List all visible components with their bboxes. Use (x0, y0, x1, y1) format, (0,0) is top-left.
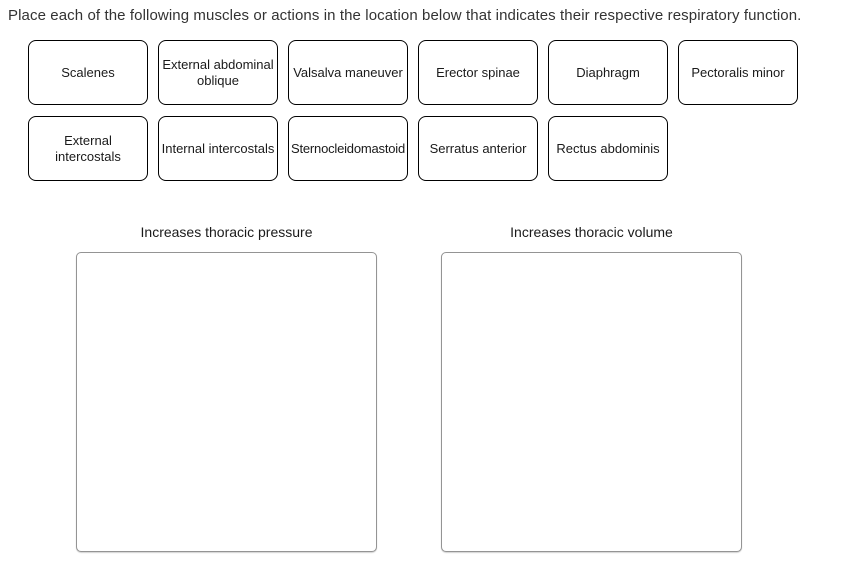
drag-tile-label: Internal intercostals (161, 140, 275, 156)
drag-tile-label: Diaphragm (576, 64, 640, 80)
drag-tile-rectus-abdominis[interactable]: Rectus abdominis (548, 116, 668, 181)
tile-row-1: Scalenes External abdominal oblique Vals… (28, 40, 798, 105)
question-instruction: Place each of the following muscles or a… (8, 7, 802, 24)
drag-tile-erector-spinae[interactable]: Erector spinae (418, 40, 538, 105)
drag-tile-pectoralis-minor[interactable]: Pectoralis minor (678, 40, 798, 105)
drag-tile-label: External intercostals (55, 132, 121, 164)
drag-tile-valsalva-maneuver[interactable]: Valsalva maneuver (288, 40, 408, 105)
drag-tile-serratus-anterior[interactable]: Serratus anterior (418, 116, 538, 181)
drag-tile-label: Rectus abdominis (556, 140, 660, 156)
drag-tile-label: Valsalva maneuver (293, 64, 403, 80)
drag-tile-diaphragm[interactable]: Diaphragm (548, 40, 668, 105)
drag-tile-external-intercostals[interactable]: External intercostals (28, 116, 148, 181)
drag-tile-label: Serratus anterior (429, 140, 527, 156)
dropzone-increases-thoracic-volume[interactable] (441, 252, 742, 552)
drag-tile-bank: Scalenes External abdominal oblique Vals… (28, 40, 798, 181)
drag-tile-label: Erector spinae (436, 64, 520, 80)
drag-tile-label: External abdominal oblique (162, 56, 274, 88)
drag-tile-scalenes[interactable]: Scalenes (28, 40, 148, 105)
dropzone-group-increases-thoracic-volume: Increases thoracic volume (441, 224, 742, 552)
dropzone-label-increases-thoracic-pressure: Increases thoracic pressure (140, 224, 313, 240)
drag-tile-external-abdominal-oblique[interactable]: External abdominal oblique (158, 40, 278, 105)
dropzone-increases-thoracic-pressure[interactable] (76, 252, 377, 552)
tile-row-2: External intercostals Internal intercost… (28, 116, 798, 181)
dropzone-label-increases-thoracic-volume: Increases thoracic volume (510, 224, 673, 240)
drag-tile-label: Scalenes (61, 64, 115, 80)
drag-tile-internal-intercostals[interactable]: Internal intercostals (158, 116, 278, 181)
drag-tile-label: Sternocleidomastoid (291, 140, 405, 156)
drag-tile-label: Pectoralis minor (691, 64, 785, 80)
dropzone-group-increases-thoracic-pressure: Increases thoracic pressure (76, 224, 377, 552)
drag-tile-sternocleidomastoid[interactable]: Sternocleidomastoid (288, 116, 408, 181)
